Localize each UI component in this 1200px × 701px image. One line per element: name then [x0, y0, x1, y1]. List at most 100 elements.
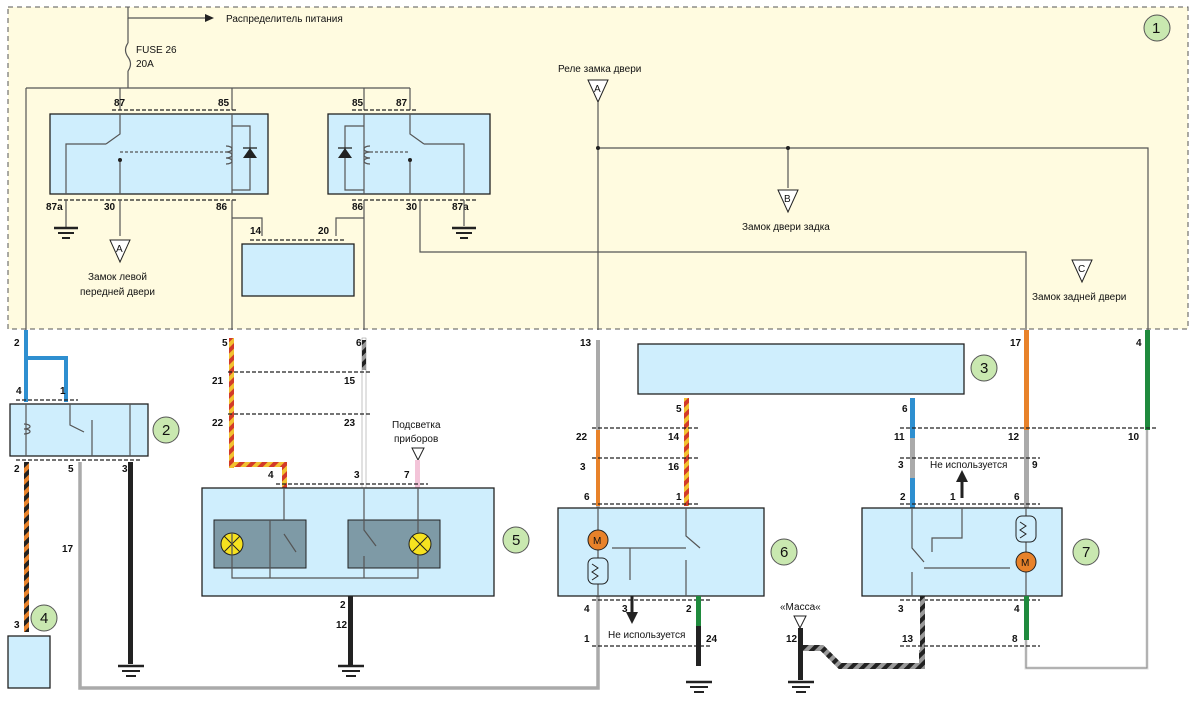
pin-13: 13 — [580, 338, 592, 349]
component-3 — [637, 343, 965, 395]
pin-3-c4: 3 — [14, 620, 20, 631]
pin-6-c6: 6 — [584, 492, 590, 503]
marker-b-text: B — [784, 194, 791, 205]
control-module-box — [241, 243, 355, 297]
component-2-badge — [152, 416, 180, 444]
pin-6: 6 — [356, 338, 362, 349]
fuse-name: FUSE 26 — [136, 45, 177, 56]
pin-4-c7b: 4 — [1014, 604, 1020, 615]
rear-door-lock-label: Замок задней двери — [1032, 292, 1126, 303]
pin-5-c2b: 5 — [68, 464, 74, 475]
marker-b — [777, 189, 799, 214]
left-relay-pin-87a: 87a — [46, 202, 63, 213]
component-7-badge — [1072, 538, 1100, 566]
pin-15: 15 — [344, 376, 356, 387]
svg-text:M: M — [593, 536, 601, 547]
pin-6-c3: 6 — [902, 404, 908, 415]
ground-icon — [54, 226, 78, 239]
ground-icon — [452, 226, 476, 239]
pin-10-c7: 10 — [1128, 432, 1140, 443]
ground-icon — [686, 680, 712, 693]
component-3-number: 3 — [980, 360, 988, 377]
left-relay-pin-87: 87 — [114, 98, 126, 109]
component-4-number: 4 — [40, 610, 48, 627]
pin-24-c6c: 24 — [706, 634, 718, 645]
instrument-backlight-2: приборов — [394, 433, 438, 445]
component-2-number: 2 — [162, 422, 170, 439]
motor-icon: M — [1015, 551, 1037, 573]
pin-3-c7: 3 — [898, 460, 904, 471]
left-front-door-label-1: Замок левой — [88, 272, 147, 283]
lamp-icon — [408, 532, 432, 556]
pin-3-c6: 3 — [580, 462, 586, 473]
left-relay-pin-86: 86 — [216, 202, 228, 213]
pin-1-c6c: 1 — [584, 634, 590, 645]
pin-1-c7: 1 — [950, 492, 956, 503]
pin-13-c7c: 13 — [902, 634, 914, 645]
pin-8-c7c: 8 — [1012, 634, 1018, 645]
ground-icon — [788, 680, 814, 693]
fuse-rating: 20A — [136, 59, 154, 70]
pin-23: 23 — [344, 418, 356, 429]
fuse-icon — [124, 42, 132, 72]
pin-2-c7: 2 — [900, 492, 906, 503]
pin-1-c6: 1 — [676, 492, 682, 503]
box-pin-20: 20 — [318, 226, 330, 237]
heater-icon — [587, 557, 609, 585]
pin-3-c2b: 3 — [122, 464, 128, 475]
pin-12-c5b: 12 — [336, 620, 348, 631]
pin-22-c6: 22 — [576, 432, 588, 443]
component-7-number: 7 — [1082, 544, 1090, 561]
ground-icon — [118, 664, 144, 677]
pin-1-c2: 1 — [60, 386, 66, 397]
pin-22: 22 — [212, 418, 224, 429]
pin-2-c6b: 2 — [686, 604, 692, 615]
pin-4-c6b: 4 — [584, 604, 590, 615]
pin-2-c2b: 2 — [14, 464, 20, 475]
svg-text:M: M — [1021, 558, 1029, 569]
left-relay-pin-30: 30 — [104, 202, 116, 213]
door-lock-relay-label: Реле замка двери — [558, 64, 641, 75]
component-5-badge — [502, 526, 530, 554]
right-relay-pin-30: 30 — [406, 202, 418, 213]
pin-11-c7: 11 — [894, 432, 905, 443]
marker-a-relay-text: A — [594, 84, 601, 95]
marker-a-text: A — [116, 244, 123, 255]
component-3-badge — [970, 354, 998, 382]
pin-4: 4 — [1136, 338, 1142, 349]
not-used-label-2: Не используется — [930, 460, 1007, 471]
heater-icon — [1015, 515, 1037, 543]
pin-9-c7: 9 — [1032, 460, 1038, 471]
component-6-number: 6 — [780, 544, 788, 561]
pin-3-c6b: 3 — [622, 604, 628, 615]
right-relay — [327, 113, 491, 195]
box-pin-14: 14 — [250, 226, 262, 237]
power-distributor-label: Распределитель питания — [226, 14, 343, 25]
not-used-label-1: Не используется — [608, 630, 685, 641]
right-relay-pin-85: 85 — [352, 98, 364, 109]
marker-c — [1071, 259, 1093, 284]
left-front-door-label-2: передней двери — [80, 287, 155, 298]
pin-2-c5b: 2 — [340, 600, 346, 611]
pin-7-c5: 7 — [404, 470, 410, 481]
component-1-badge — [1143, 14, 1171, 42]
pin-3-c5: 3 — [354, 470, 360, 481]
component-4 — [7, 635, 51, 689]
pin-12-c7: 12 — [1008, 432, 1020, 443]
ground-icon — [338, 664, 364, 677]
right-relay-pin-87: 87 — [396, 98, 408, 109]
pin-4-c5: 4 — [268, 470, 274, 481]
pin-6-c7: 6 — [1014, 492, 1020, 503]
pin-16-c6: 16 — [668, 462, 680, 473]
pin-2: 2 — [14, 338, 20, 349]
motor-icon: M — [587, 529, 609, 551]
marker-a-relay — [587, 79, 609, 104]
pin-3-c7b: 3 — [898, 604, 904, 615]
component-6-actuator — [557, 507, 765, 597]
pin-12-ground: 12 — [786, 634, 798, 645]
component-5-number: 5 — [512, 532, 520, 549]
pin-17: 17 — [1010, 338, 1022, 349]
instrument-backlight-1: Подсветка — [392, 420, 441, 431]
pin-5: 5 — [222, 338, 228, 349]
